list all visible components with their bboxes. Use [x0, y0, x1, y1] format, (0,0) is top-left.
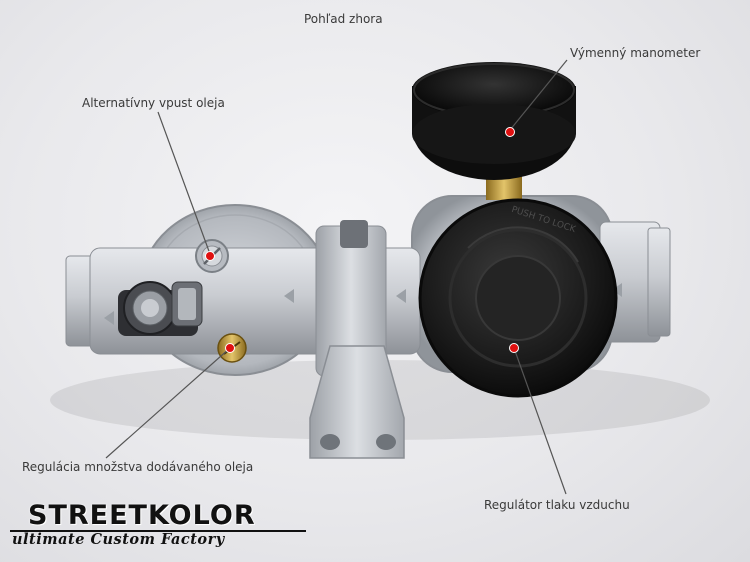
annotation-lines: [105, 59, 568, 495]
label-oil-regulation: Regulácia množstva dodávaného oleja: [22, 460, 254, 474]
markers: [205, 127, 519, 353]
marker-vpust: [205, 251, 215, 261]
marker-regulator: [509, 343, 519, 353]
logo-tagline: ultimate Custom Factory: [12, 531, 225, 548]
fill-plug: [118, 281, 203, 336]
leader-manometer: [509, 59, 568, 131]
brand-logo: STREETKOLOR ultimate Custom Factory: [10, 500, 310, 556]
pressure-gauge: [412, 62, 576, 200]
pressure-regulator-knob: PUSH TO LOCK: [418, 198, 618, 398]
view-title: Pohľad zhora: [304, 12, 383, 26]
label-oil-drain: Alternatívny vpust oleja: [82, 96, 225, 110]
leader-vpust: [157, 111, 211, 255]
logo-wordmark: STREETKOLOR: [28, 500, 256, 531]
marker-manometer: [505, 127, 515, 137]
marker-regulacia: [225, 343, 235, 353]
label-manometer: Výmenný manometer: [570, 46, 701, 60]
leader-regulacia: [105, 347, 231, 459]
label-air-regulator: Regulátor tlaku vzduchu: [484, 498, 630, 512]
logo-underline: [10, 530, 306, 532]
leader-regulator: [513, 347, 567, 495]
mounting-bracket: [309, 220, 405, 459]
